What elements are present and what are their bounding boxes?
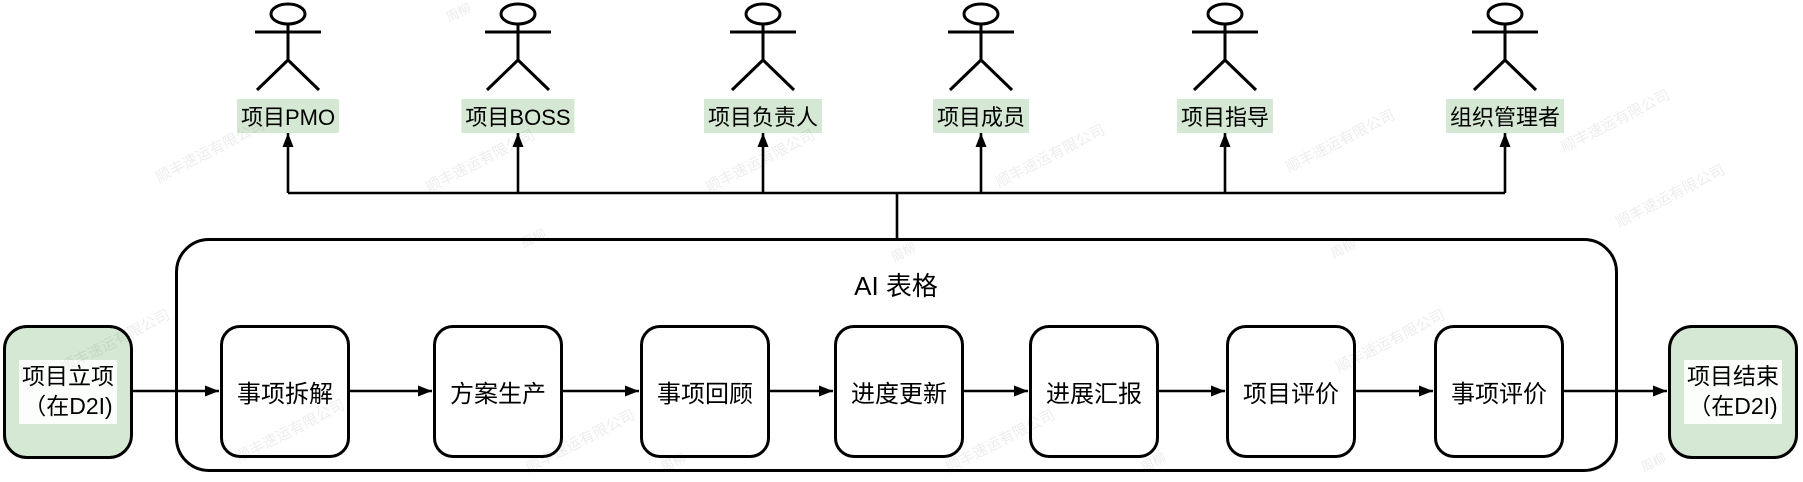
start-node-line2: （在D2I) [23, 393, 113, 419]
actor-label-boss: 项目BOSS [461, 99, 575, 133]
step-box-1: 事项拆解 [220, 325, 350, 458]
step-box-3: 事项回顾 [640, 325, 770, 458]
actor-figure-member [946, 2, 1016, 92]
step-box-2: 方案生产 [433, 325, 563, 458]
watermark-text: 周柳 [1638, 449, 1669, 475]
step-box-6: 项目评价 [1226, 325, 1356, 458]
end-node-label: 项目结束 （在D2I) [1684, 360, 1782, 424]
actor-label-owner: 项目负责人 [703, 99, 823, 133]
end-node: 项目结束 （在D2I) [1668, 325, 1798, 459]
end-node-line2: （在D2I) [1688, 393, 1778, 419]
step-box-7: 事项评价 [1434, 325, 1564, 458]
actor-label-mentor: 项目指导 [1176, 99, 1274, 133]
actor-figure-boss [483, 2, 553, 92]
watermark-text: 顺丰速运有限公司 [1558, 86, 1673, 157]
actor-label-pmo: 项目PMO [236, 99, 340, 133]
step-box-5: 进展汇报 [1029, 325, 1159, 458]
start-node-label: 项目立项 （在D2I) [19, 360, 117, 424]
actor-label-member: 项目成员 [932, 99, 1030, 133]
watermark-text: 顺丰速运有限公司 [703, 126, 818, 197]
start-node: 项目立项 （在D2I) [3, 325, 133, 459]
start-node-line1: 项目立项 [22, 363, 114, 390]
actor-figure-mentor [1190, 2, 1260, 92]
actor-figure-pmo [253, 2, 323, 92]
actor-figure-org-admin [1470, 2, 1540, 92]
step-box-4: 进度更新 [834, 325, 964, 458]
watermark-text: 顺丰速运有限公司 [1613, 161, 1728, 232]
actor-figure-owner [728, 2, 798, 92]
watermark-text: 顺丰速运有限公司 [1283, 106, 1398, 177]
watermark-text: 周柳 [443, 0, 474, 25]
end-node-line1: 项目结束 [1687, 363, 1779, 390]
ai-table-title: AI 表格 [854, 271, 938, 301]
ai-table-container [175, 238, 1618, 472]
actor-label-org-admin: 组织管理者 [1445, 99, 1565, 133]
watermark-text: 顺丰速运有限公司 [423, 126, 538, 197]
